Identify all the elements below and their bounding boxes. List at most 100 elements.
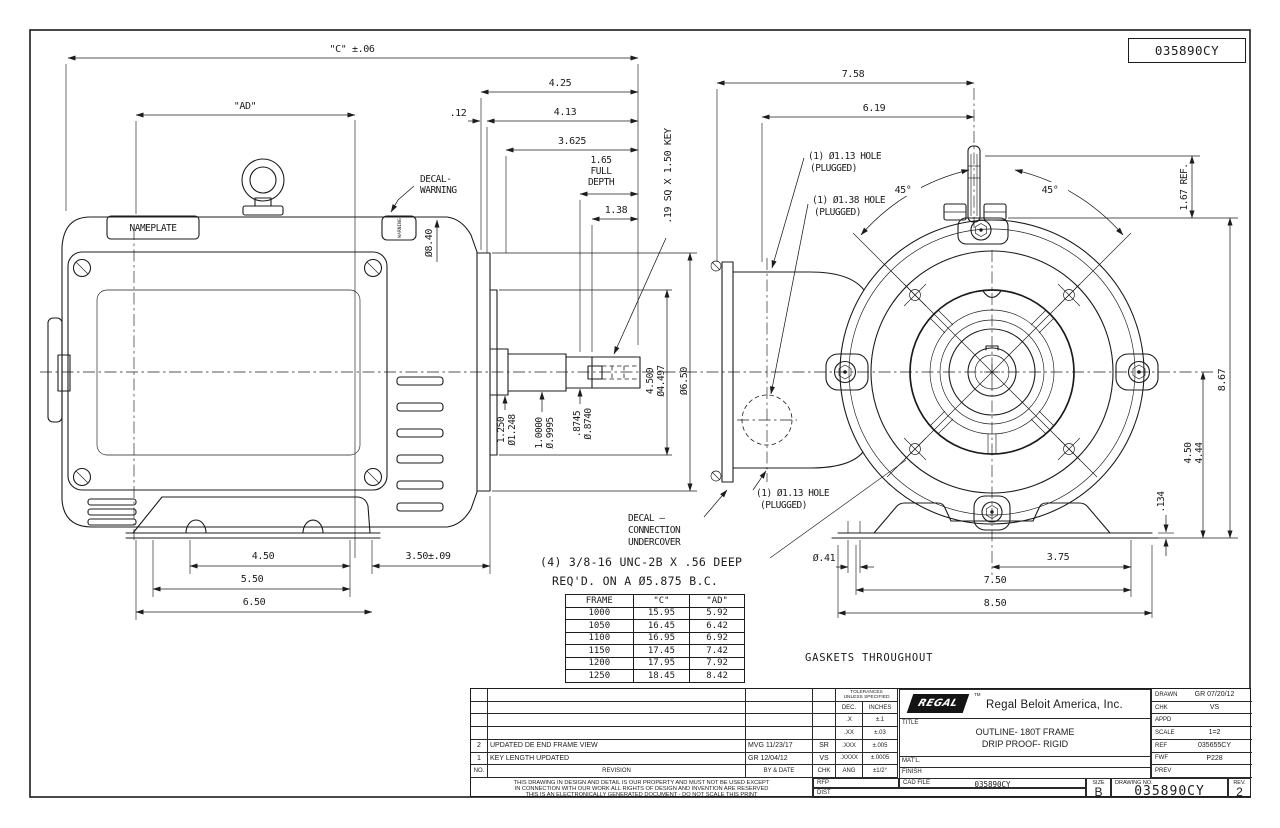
dim-350: 3.50±.09	[406, 551, 451, 562]
vent-slots-left	[87, 498, 137, 526]
end-view-labels: 7.58 6.19 45° 45° 1.67 REF. 8.67 4.50 4.…	[540, 69, 1228, 664]
rev-by-label: BY & DATE	[746, 765, 813, 778]
empty-cell	[746, 689, 813, 702]
regal-logo: REGAL	[906, 694, 970, 713]
angle-45-left: 45°	[895, 185, 912, 196]
rev-no-label: NO.	[471, 765, 488, 778]
empty-cell	[746, 714, 813, 728]
callout-113-top-2: (PLUGGED)	[810, 163, 857, 174]
decal-connection-3: UNDERCOVER	[628, 537, 681, 548]
dim-12: .12	[450, 108, 467, 119]
callout-113-top-1: (1) Ø1.13 HOLE	[808, 151, 882, 162]
empty-cell	[471, 727, 488, 740]
callout-113-bot-1: (1) Ø1.13 HOLE	[756, 488, 830, 499]
dim-619: 6.19	[863, 103, 886, 114]
nameplate-label: NAMEPLATE	[130, 223, 178, 234]
bolt-holes	[903, 283, 1081, 461]
empty-cell	[813, 689, 836, 702]
drawing-id: 035890CY	[1154, 43, 1220, 58]
empty-cell	[471, 701, 488, 715]
dim-413: 4.13	[554, 107, 577, 118]
empty-cell	[813, 714, 836, 728]
dim-dia-650: Ø6.50	[678, 367, 690, 395]
rev-value: 2	[1236, 785, 1243, 798]
company-name: Regal Beloit America, Inc.	[986, 698, 1123, 711]
decal-connection-1: DECAL —	[628, 513, 665, 524]
rev-chk: VS	[813, 752, 836, 766]
col-ad: "AD"	[689, 594, 745, 608]
drawing-title-1: OUTLINE- 180T FRAME	[975, 727, 1075, 737]
dim-10000: 1.0000	[534, 417, 545, 449]
lifting-eye	[241, 158, 285, 216]
dim-867: 8.67	[1217, 368, 1228, 391]
tol-col-inches: INCHES	[863, 701, 898, 715]
side-view	[40, 120, 1213, 558]
conduit-box	[710, 258, 865, 483]
empty-cell	[813, 701, 836, 715]
eyebolt-end	[943, 145, 1007, 223]
rev-by: GR 12/04/12	[746, 752, 813, 766]
drawing-id-box: 035890CY	[1128, 38, 1246, 63]
tol-header: TOLERANCES UNLESS SPECIFIED	[836, 689, 898, 702]
size-cell: SIZE B	[1086, 778, 1111, 798]
dim-9995: Ø.9995	[545, 417, 556, 448]
dim-165-depth: DEPTH	[588, 177, 615, 188]
dim-758: 7.58	[842, 69, 865, 80]
decal-warning-small: WARNING	[397, 218, 403, 238]
empty-cell	[471, 714, 488, 728]
rev-chk-label: CHK	[813, 765, 836, 778]
empty-cell	[471, 689, 488, 702]
foot-side	[125, 496, 381, 539]
rev-by: MVG 11/23/17	[746, 739, 813, 753]
side-view-labels: "C" ±.06 "AD" NAMEPLATE DECAL- WARNING W…	[130, 44, 690, 608]
angle-45-right: 45°	[1042, 185, 1059, 196]
title-block: 2 UPDATED DE END FRAME VIEW MVG 11/23/17…	[470, 688, 1252, 798]
col-frame: FRAME	[565, 594, 634, 608]
cad-file-cell: CAD FILE 035890CY	[899, 778, 1086, 788]
rev-cell: REV. 2	[1228, 778, 1251, 798]
dim-425: 4.25	[549, 78, 572, 89]
dim-c: "C" ±.06	[330, 44, 375, 55]
end-view-dims	[703, 80, 1238, 618]
size-value: B	[1094, 785, 1103, 798]
callout-113-bot-2: (PLUGGED)	[760, 500, 807, 511]
rev-no: 1	[471, 752, 488, 766]
rev-no: 2	[471, 739, 488, 753]
rev-label: REVISION	[488, 765, 746, 778]
drawing-no-cell: DRAWING NO. 035890CY	[1111, 778, 1228, 798]
dim-dia-41: Ø.41	[813, 552, 836, 564]
callout-138-1: (1) Ø1.38 HOLE	[812, 195, 886, 206]
dim-750: 7.50	[984, 575, 1007, 586]
dim-165-full: FULL	[591, 166, 613, 177]
col-c: "C"	[632, 594, 691, 608]
dim-ad: "AD"	[234, 101, 256, 112]
decal-connection-2: CONNECTION	[628, 525, 681, 536]
cover-screws	[72, 258, 383, 487]
drawing-title-2: DRIP PROOF- RIGID	[981, 739, 1069, 749]
shaft	[489, 348, 641, 396]
rev-chk: SR	[813, 739, 836, 753]
trademark: TM	[974, 692, 981, 697]
decal-warning-label-1: DECAL-	[420, 174, 451, 185]
dim-4500: 4.500	[645, 367, 656, 394]
matl-label: MAT'L.	[902, 758, 921, 764]
frame-table-header: FRAME "C" "AD"	[565, 594, 745, 608]
dim-138: 1.38	[605, 205, 628, 216]
decal-warning-label-2: WARNING	[420, 185, 457, 196]
revision-grid: 2 UPDATED DE END FRAME VIEW MVG 11/23/17…	[471, 689, 836, 778]
callout-138-2: (PLUGGED)	[814, 207, 861, 218]
cad-file-value: 035890CY	[974, 780, 1011, 788]
sheet-border	[29, 29, 1251, 798]
warning-decal	[381, 215, 417, 241]
key-note: .19 SQ X 1.50 KEY	[663, 128, 674, 224]
